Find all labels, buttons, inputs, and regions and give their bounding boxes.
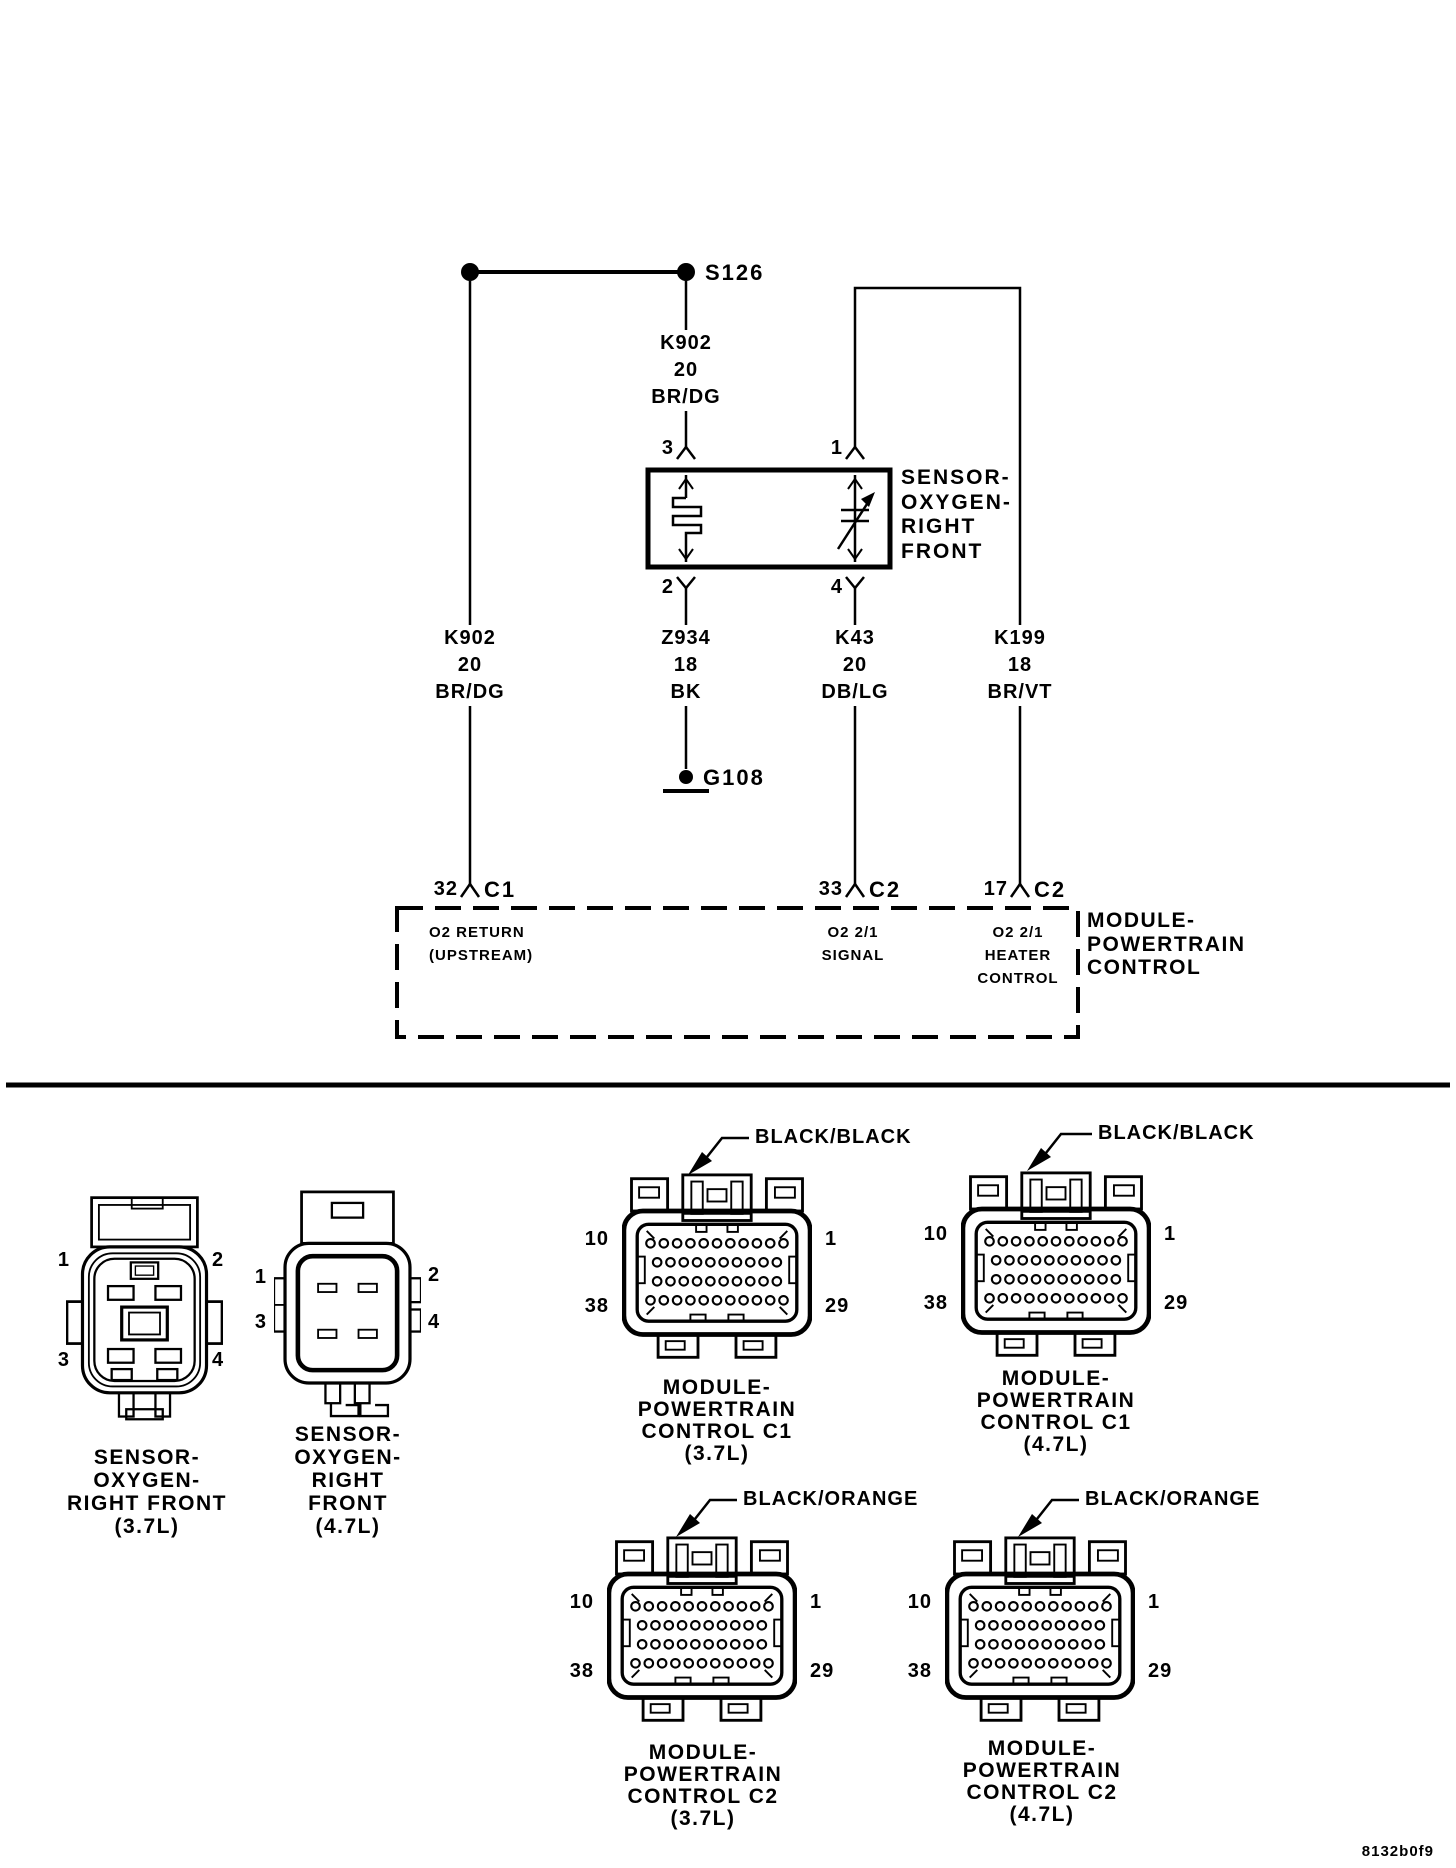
- s37-caption: SENSOR- OXYGEN- RIGHT FRONT (3.7L): [67, 1446, 227, 1538]
- heater-element-symbol: [671, 475, 703, 562]
- s47-pin-1: 1: [254, 1266, 267, 1288]
- s37-pin-4: 4: [212, 1349, 225, 1371]
- sensor-pin-2: 2: [661, 576, 674, 598]
- c2-47-pin-29: 29: [1148, 1660, 1173, 1682]
- c1-47-pin-38: 38: [923, 1292, 948, 1314]
- c2-47-pin-38: 38: [907, 1660, 932, 1682]
- s37-pin-2: 2: [212, 1249, 225, 1271]
- sensing-element-symbol: [836, 475, 875, 562]
- ground-symbol: [663, 770, 709, 793]
- c1-37-pin-38: 38: [584, 1295, 609, 1317]
- pcm-connector-c2-37-drawing: [609, 1538, 795, 1720]
- box-entry-arrows: [678, 477, 863, 561]
- wire-label-ground: Z934 18 BK: [656, 625, 716, 706]
- c2-37-wire-color: BLACK/ORANGE: [743, 1488, 919, 1510]
- sensor-box-label: SENSOR- OXYGEN- RIGHT FRONT: [901, 466, 1012, 563]
- pcm-conn-c1: C1: [484, 877, 517, 902]
- s47-pin-3: 3: [254, 1311, 267, 1333]
- pcm-pin-33: 33: [818, 878, 843, 900]
- pcm-pin-17: 17: [983, 878, 1008, 900]
- c1-37-pin-1: 1: [825, 1228, 838, 1250]
- pcm-fn-o2-return: O2 RETURN (UPSTREAM): [429, 924, 534, 964]
- c1-47-caption: MODULE- POWERTRAIN CONTROL C1 (4.7L): [976, 1367, 1136, 1456]
- c2-37-pin-38: 38: [569, 1660, 594, 1682]
- wire-label-splice-branch: K902 20 BR/DG: [646, 330, 726, 411]
- oxygen-sensor-box: [645, 467, 893, 570]
- wire-lines: [459, 281, 1031, 898]
- c2-37-caption: MODULE- POWERTRAIN CONTROL C2 (3.7L): [623, 1741, 783, 1830]
- pcm-connector-c2-47-drawing: [947, 1538, 1133, 1720]
- c1-47-pin-10: 10: [923, 1223, 948, 1245]
- sensor-connector-37-drawing: [66, 1196, 223, 1421]
- c2-37-pin-29: 29: [810, 1660, 835, 1682]
- c2-47-caption: MODULE- POWERTRAIN CONTROL C2 (4.7L): [962, 1737, 1122, 1826]
- pcm-fn-signal: O2 2/1 SIGNAL: [821, 924, 885, 964]
- sensor-pin-1: 1: [830, 437, 843, 459]
- ground-label: G108: [703, 765, 765, 790]
- s47-caption: SENSOR- OXYGEN- RIGHT FRONT (4.7L): [294, 1423, 402, 1538]
- pcm-connector-c1-37-drawing: [624, 1175, 810, 1357]
- s47-pin-4: 4: [428, 1311, 441, 1333]
- figure-id: 8132b0f9: [1361, 1843, 1434, 1860]
- pcm-fn-heater: O2 2/1 HEATER CONTROL: [977, 924, 1059, 987]
- sensor-connector-47-drawing: [274, 1192, 421, 1416]
- s37-pin-1: 1: [57, 1249, 70, 1271]
- c1-47-wire-color: BLACK/BLACK: [1098, 1122, 1255, 1144]
- sensor-pin-4: 4: [830, 576, 843, 598]
- splice-label: S126: [705, 260, 765, 285]
- pcm-conn-c2-signal: C2: [869, 877, 902, 902]
- wire-label-o2-return: K902 20 BR/DG: [430, 625, 510, 706]
- pcm-pin-32: 32: [433, 878, 458, 900]
- pcm-conn-c2-heater: C2: [1034, 877, 1067, 902]
- c1-47-pin-1: 1: [1164, 1223, 1177, 1245]
- c2-47-wire-color: BLACK/ORANGE: [1085, 1488, 1261, 1510]
- c1-47-pin-29: 29: [1164, 1292, 1189, 1314]
- pcm-connector-c1-47-drawing: [963, 1173, 1149, 1355]
- s37-pin-3: 3: [57, 1349, 70, 1371]
- c1-37-caption: MODULE- POWERTRAIN CONTROL C1 (3.7L): [637, 1376, 797, 1465]
- c2-37-pin-1: 1: [810, 1591, 823, 1613]
- c1-37-pin-10: 10: [584, 1228, 609, 1250]
- sensor-pin-3: 3: [661, 437, 674, 459]
- s47-pin-2: 2: [428, 1264, 441, 1286]
- pcm-dashed-box: [395, 906, 1080, 1039]
- module-label: MODULE- POWERTRAIN CONTROL: [1087, 909, 1246, 979]
- c2-47-pin-10: 10: [907, 1591, 932, 1613]
- c1-37-pin-29: 29: [825, 1295, 850, 1317]
- c1-37-wire-color: BLACK/BLACK: [755, 1126, 912, 1148]
- c2-37-pin-10: 10: [569, 1591, 594, 1613]
- wire-label-signal: K43 20 DB/LG: [816, 625, 894, 706]
- splice-s126: [461, 263, 695, 281]
- callout-arrows: [676, 1132, 1092, 1537]
- wire-label-heater: K199 18 BR/VT: [982, 625, 1058, 706]
- c2-47-pin-1: 1: [1148, 1591, 1161, 1613]
